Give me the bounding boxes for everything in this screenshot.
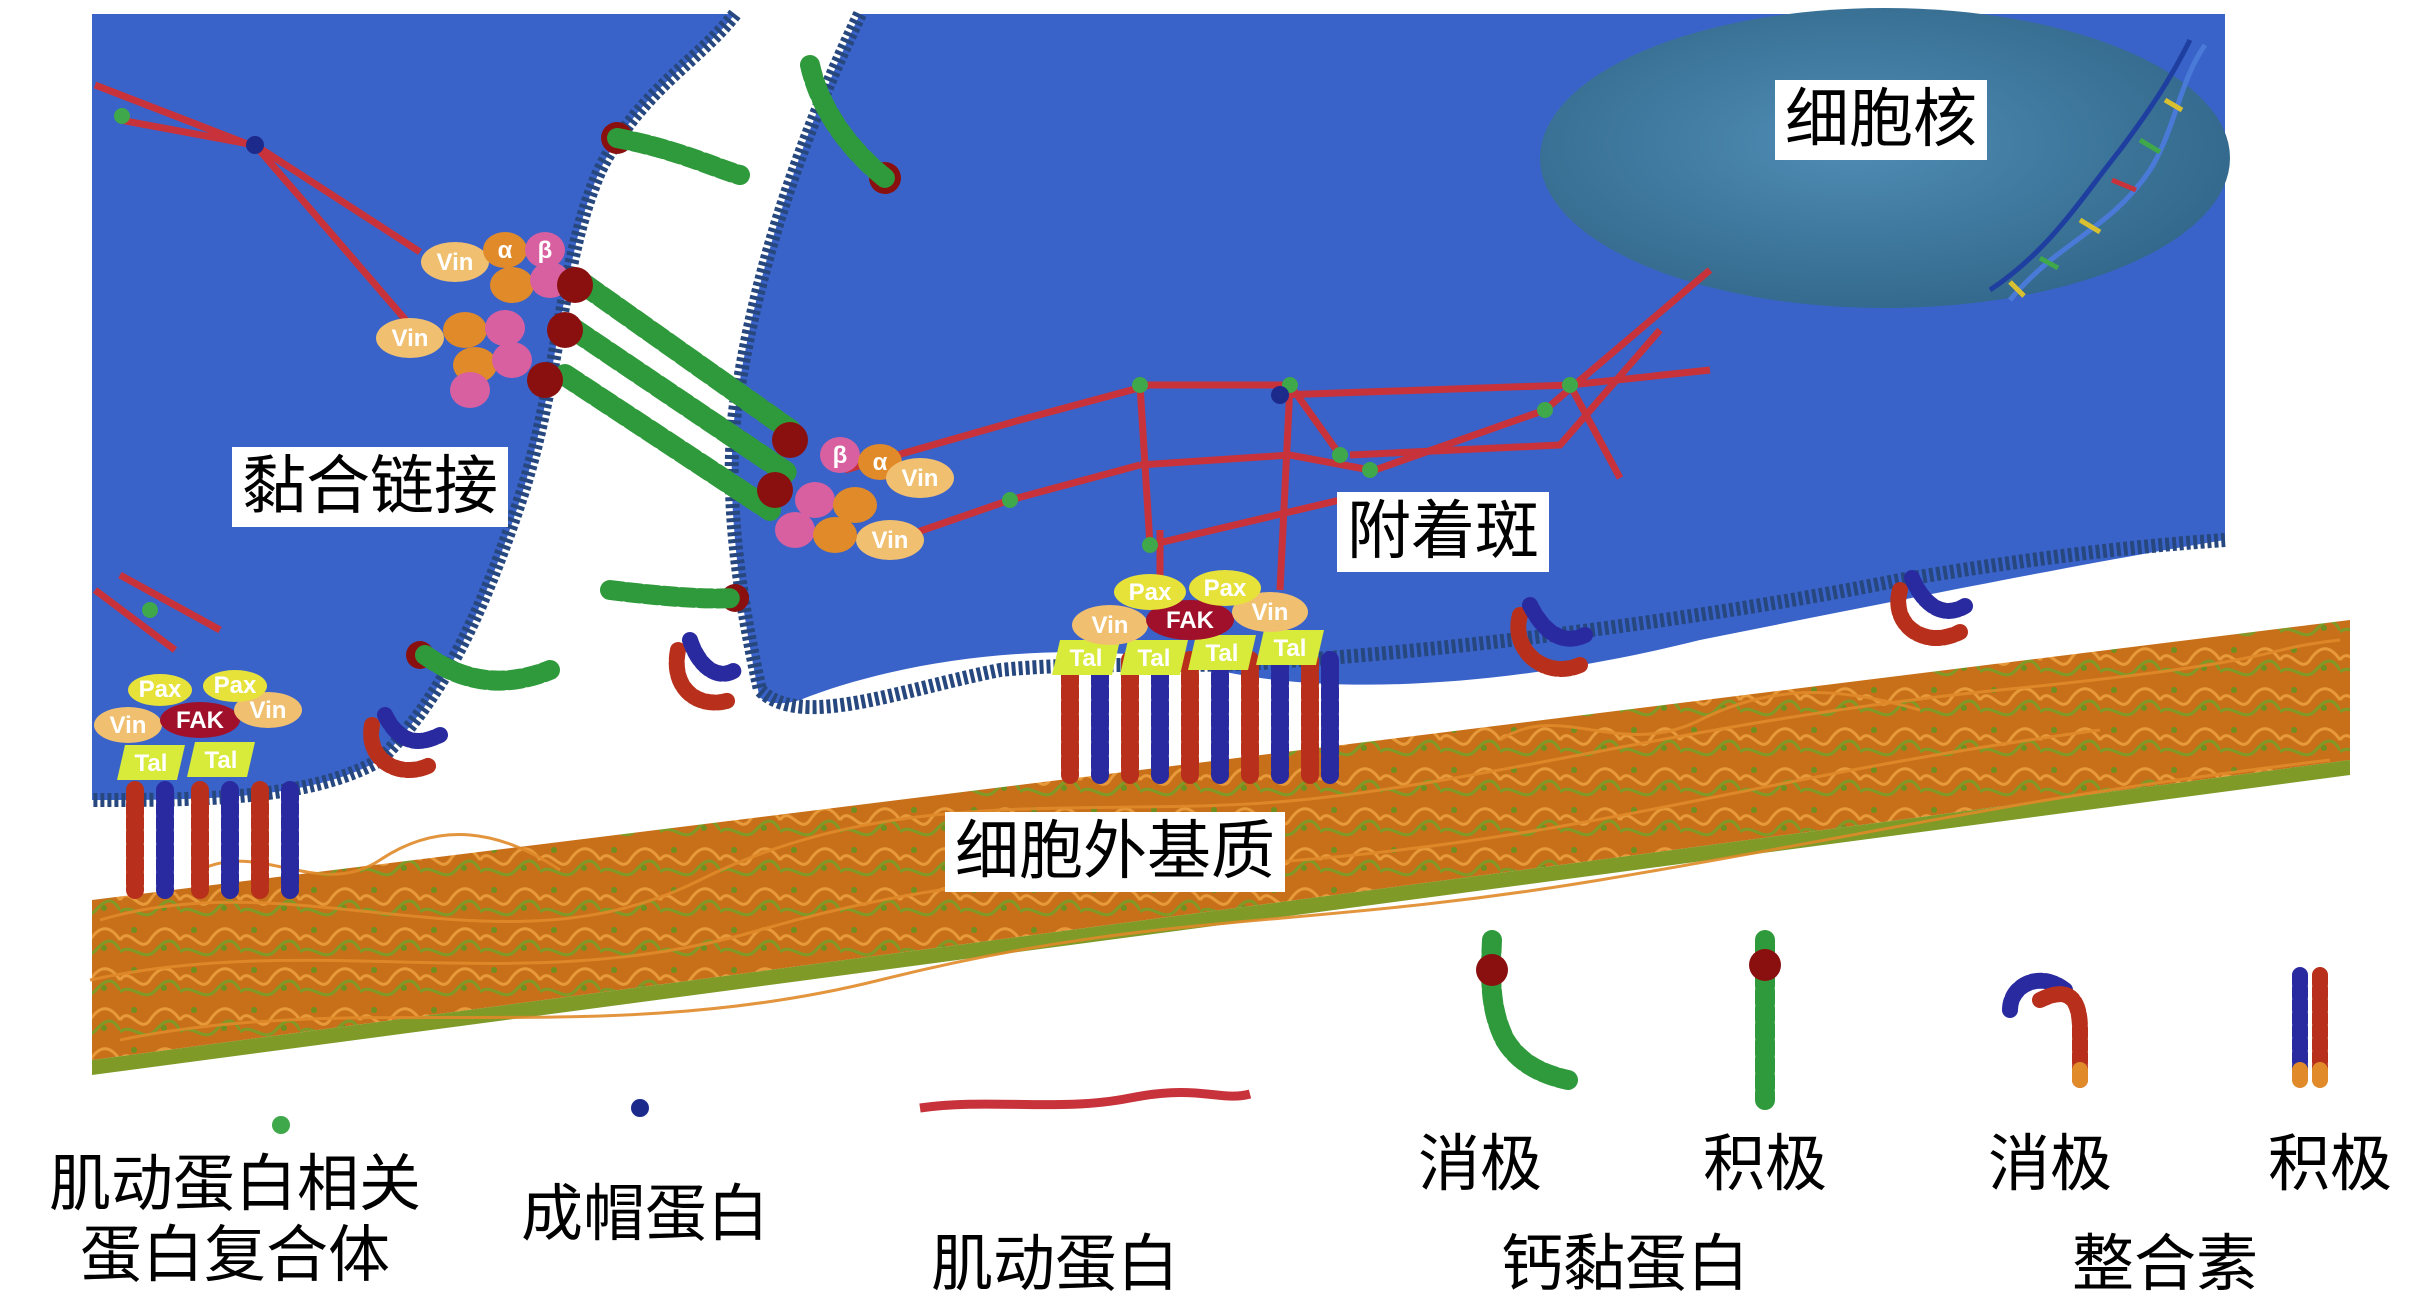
integrin-cluster-left [126,781,299,899]
chip-vin: Vin [1252,599,1289,626]
chip-tal: Tal [1274,635,1307,662]
integrin-cluster-right [1061,651,1339,784]
fa-upper-right [1072,570,1308,645]
chip-vin: Vin [250,697,287,724]
chip-beta: β [538,237,553,264]
legend-arp-complex-label: 肌动蛋白相关 蛋白复合体 [20,1148,450,1291]
capping-protein-markers [246,136,1289,404]
chip-fak: FAK [176,707,225,734]
legend-cadherin-active-label: 积极 [1702,1127,1827,1200]
legend-cadherin-active-icon [1749,930,1781,1110]
legend-actin-label: 肌动蛋白 [930,1227,1179,1300]
chip-alpha: α [498,237,513,264]
chip-vin: Vin [392,325,429,352]
legend-arp-line1: 肌动蛋白相关 [48,1147,421,1220]
legend-cadherin-passive-icon [1476,930,1578,1090]
chip-vin: Vin [1092,612,1129,639]
dna-helix-icon [1988,38,2208,302]
legend-integrin-label: 整合素 [2071,1227,2258,1300]
chip-fak: FAK [1166,607,1215,634]
legend-integrin-active-label: 积极 [2267,1127,2392,1200]
chip-tal: Tal [1070,645,1103,672]
chip-pax: Pax [214,672,257,699]
right-cell-membrane [724,10,2226,715]
focal-adhesion-label: 附着斑 [1337,492,1549,572]
talin-row-right [1052,630,1324,675]
legend-arp-icon [272,1116,290,1134]
chip-tal: Tal [205,747,238,774]
ecm-label: 细胞外基质 [945,812,1285,892]
legend-integrin-active-icon [2292,967,2328,1088]
chip-tal: Tal [1138,645,1171,672]
chip-pax: Pax [139,676,182,703]
chip-vin: Vin [872,527,909,554]
chip-pax: Pax [1129,579,1172,606]
left-cell [92,14,735,800]
adherens-junction-label: 黏合链接 [232,447,508,527]
chip-pax: Pax [1204,575,1247,602]
cadherin-bridges [554,274,801,521]
fa-upper-left [94,670,302,743]
legend-actin-icon [919,1088,1252,1113]
chip-vin: Vin [437,249,474,276]
chip-beta: β [833,442,848,469]
passive-integrins [363,570,1973,778]
nucleus-label: 细胞核 [1775,80,1987,160]
ecm-base-edge [92,760,2350,1075]
legend-cadherin-passive-label: 消极 [1417,1127,1542,1200]
talin-row-left [117,742,255,780]
chip-tal: Tal [135,750,168,777]
chip-tal: Tal [1206,640,1239,667]
chip-vin: Vin [110,712,147,739]
legend-arp-line2: 蛋白复合体 [79,1218,390,1292]
legend-integrin-passive-icon [2002,972,2088,1088]
chip-alpha: α [873,449,888,476]
floating-cadherins [415,55,895,691]
adherens-complex-left [376,232,570,408]
chip-vin: Vin [902,465,939,492]
legend-capping-icon [631,1099,649,1117]
legend-cadherin-label: 钙黏蛋白 [1500,1227,1749,1300]
legend-capping-label: 成帽蛋白 [520,1177,769,1250]
adherens-complex-right [775,437,954,560]
legend-integrin-passive-label: 消极 [1987,1127,2112,1200]
